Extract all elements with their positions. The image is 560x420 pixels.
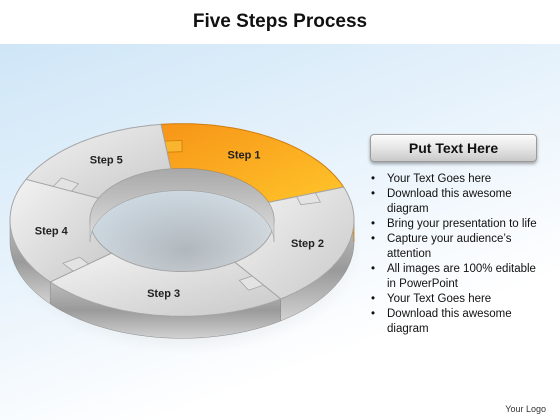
bullet-icon: • [371, 233, 376, 245]
bullet-item: •Your Text Goes here [371, 173, 492, 185]
footer-logo: Your Logo [505, 404, 546, 414]
bullet-list: •Your Text Goes here •Download this awes… [370, 172, 542, 337]
bullet-item: •Your Text Goes here [371, 293, 492, 305]
bullet-icon: • [371, 188, 376, 200]
slide-body: Step 1 Step 2 Step 3 Step 4 Step 5 Put Text … [0, 44, 560, 420]
bullet-icon: • [371, 173, 376, 185]
bullet-icon: • [371, 218, 376, 230]
puzzle-tab [164, 140, 183, 153]
bullet-item: •All images are 100% editable in PowerPo… [371, 263, 536, 290]
text-panel-header: Put Text Here [370, 134, 537, 162]
bullet-item: •Bring your presentation to life [371, 218, 537, 230]
bullet-item: •Capture your audience’s attention [371, 233, 512, 260]
step-1-label: Step 1 [227, 150, 260, 162]
bullet-item: •Download this awesome diagram [371, 188, 512, 215]
bullet-icon: • [371, 293, 376, 305]
five-step-ring-diagram: Step 1 Step 2 Step 3 Step 4 Step 5 [8, 123, 360, 355]
step-2-label: Step 2 [291, 238, 324, 250]
ring-inner-wall [89, 168, 275, 243]
puzzle-tab [238, 275, 265, 291]
step-4-label: Step 4 [35, 225, 69, 237]
step-5-label: Step 5 [90, 154, 123, 166]
step-3-label: Step 3 [147, 288, 180, 300]
puzzle-tab [296, 192, 321, 206]
slide-title: Five Steps Process [0, 0, 560, 44]
bullet-icon: • [371, 263, 376, 275]
bullet-item: •Download this awesome diagram [371, 308, 512, 335]
puzzle-tab [62, 256, 90, 272]
puzzle-tab [52, 177, 80, 192]
bullet-icon: • [371, 308, 376, 320]
